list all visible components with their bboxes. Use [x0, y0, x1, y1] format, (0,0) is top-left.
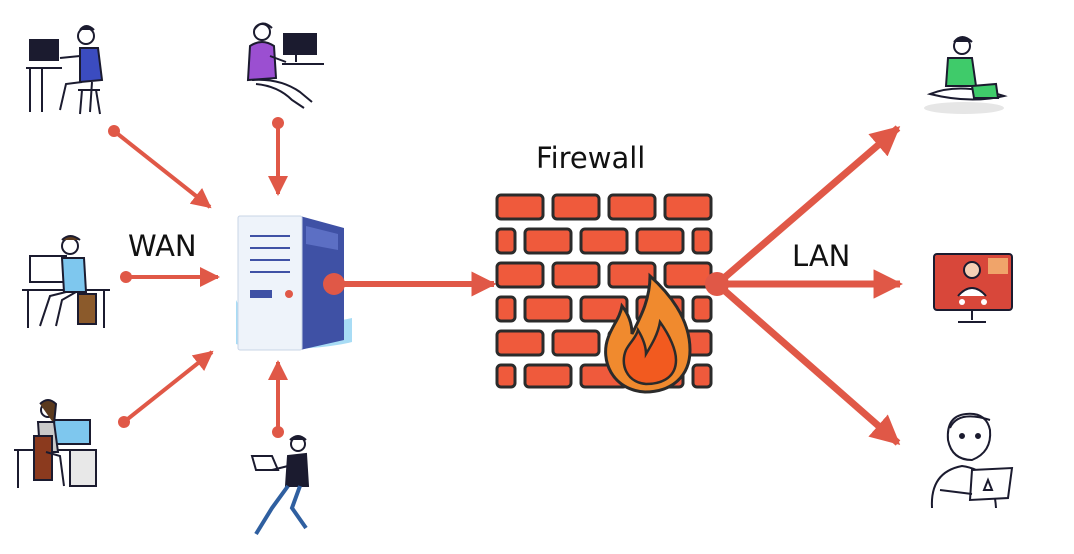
- wan-arrows: [108, 117, 288, 438]
- lan-label: LAN: [792, 239, 851, 273]
- lan-arrows: [714, 125, 903, 446]
- arrow-bottom-left: [122, 350, 214, 424]
- fire-icon: [604, 272, 692, 394]
- server-tower-icon: [236, 215, 352, 351]
- wan-label: WAN: [128, 229, 197, 263]
- user-laptop-walking-icon: [250, 435, 310, 536]
- video-call-monitor-icon: [933, 253, 1013, 323]
- user-laptop-thinking-icon: [930, 412, 1014, 509]
- arrow-lan-up: [714, 125, 901, 287]
- lan-junction-dot: [705, 272, 729, 296]
- user-desktop-top-left-icon: [26, 25, 104, 115]
- user-laptop-sitting-icon: [924, 36, 1008, 114]
- user-headset-top-icon: [246, 22, 324, 109]
- arrow-lan-down: [714, 281, 901, 446]
- user-desk-left-icon: [22, 235, 110, 328]
- user-woman-bottom-left-icon: [14, 399, 97, 488]
- arrow-top-left: [112, 129, 212, 209]
- firewall-label: Firewall: [536, 141, 646, 175]
